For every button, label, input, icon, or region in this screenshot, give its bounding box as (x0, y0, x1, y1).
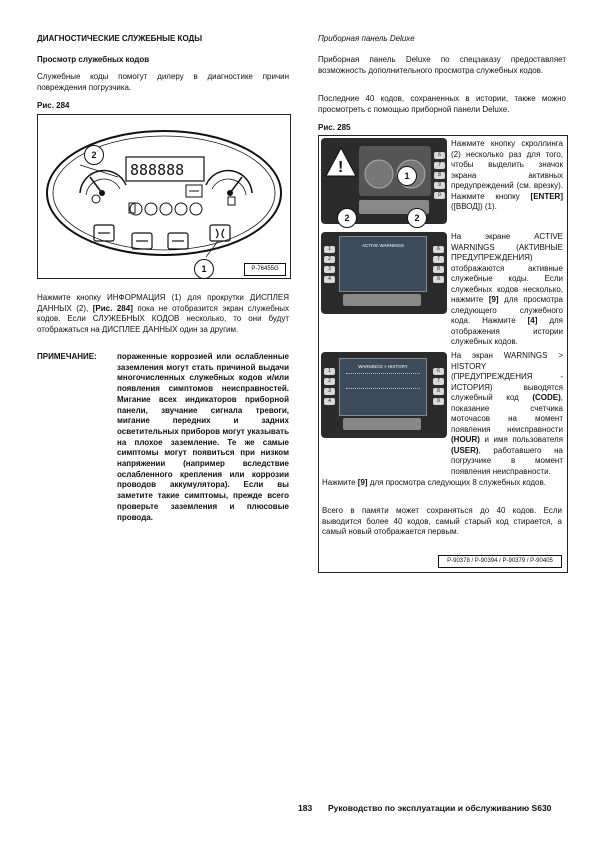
section-title: ДИАГНОСТИЧЕСКИЕ СЛУЖЕБНЫЕ КОДЫ (37, 34, 203, 43)
next-codes-paragraph: Нажмите [9] для просмотра следующих 8 сл… (322, 478, 562, 489)
instrument-panel-drawing: 888888 (46, 130, 282, 258)
step-3-part-e: и имя пользователя (479, 435, 563, 444)
deluxe-paragraph-2: Последние 40 кодов, сохраненных в истори… (318, 94, 566, 114)
step-3-text: На экран WARNINGS > HISTORY (ПРЕДУПРЕЖДЕ… (451, 351, 563, 477)
instruction-text-1: Нажмите кнопку ИНФОРМАЦИЯ (1) для прокру… (37, 293, 289, 313)
next-key-9-ref: [9] (357, 478, 368, 487)
step-2-part-c: для просмотра следующего служебного кода… (451, 295, 564, 325)
next-codes-part-a: Нажмите (322, 478, 358, 487)
figure-285-label: Рис. 285 (318, 123, 351, 132)
data-display-icon: 888888 (125, 156, 205, 198)
manual-title: Руководство по эксплуатации и обслуживан… (328, 803, 552, 813)
step-1-part-a: Нажмите кнопку скроллинга (2) несколько … (451, 139, 563, 201)
step-1-part-c: ([ВВОД]) (1). (451, 202, 497, 211)
enter-key-ref: [ENTER] (530, 191, 563, 201)
hour-ref: (HOUR) (451, 435, 480, 444)
note-label: ПРИМЕЧАНИЕ: (37, 352, 97, 361)
warnings-history-title: WARNINGS > HISTORY (358, 364, 408, 369)
figure-label: Рис. 284 (37, 101, 70, 110)
subsection-title: Просмотр служебных кодов (37, 55, 150, 64)
active-warnings-title: ACTIVE WARNINGS (361, 243, 405, 248)
deluxe-paragraph-1: Приборная панель Deluxe по спецзаказу пр… (318, 55, 566, 75)
key-9-ref: [9] (488, 295, 499, 304)
note-text: пораженные коррозией или ослабленные заз… (117, 352, 289, 522)
key-4-ref: [4] (527, 316, 538, 325)
left-gauge-icon (79, 169, 127, 204)
page-number: 183 (298, 803, 313, 813)
step-2-part-a: На экране ACTIVE WARNINGS (АКТИВНЫЕ ПРЕД… (451, 232, 563, 304)
user-ref: (USER) (451, 445, 479, 455)
step-3-part-c: , показание счетчика моточасов на момент… (451, 393, 563, 434)
panel-buttons (93, 224, 231, 250)
step-3-part-a: На экран WARNINGS > HISTORY (ПРЕДУПРЕЖДЕ… (451, 351, 563, 402)
svg-text:!: ! (338, 159, 343, 176)
memory-paragraph: Всего в памяти может сохраняться до 40 к… (322, 506, 562, 536)
screen-3-nav-bar (343, 418, 421, 430)
figure-285 (318, 135, 568, 573)
callout-1-fig285: 1 (397, 166, 417, 186)
warnings-history-screen: WARNINGS > HISTORY (339, 358, 427, 416)
figure-285-ids: P-90378 / P-90394 / P-90379 / P-90405 (438, 555, 562, 568)
screen-2-nav-bar (343, 294, 421, 306)
svg-text:888888: 888888 (130, 161, 184, 179)
right-gauge-icon (205, 169, 253, 206)
callout-1: 1 (194, 259, 214, 279)
code-ref: (CODE) (532, 393, 561, 402)
right-header: Приборная панель Deluxe (318, 34, 415, 43)
instruction-paragraph: Нажмите кнопку ИНФОРМАЦИЯ (1) для прокру… (37, 293, 289, 335)
figure-id: P-76455G (244, 263, 286, 276)
next-codes-part-c: для просмотра следующих 8 служебных кодо… (367, 478, 546, 487)
instruction-text-2: пока не отобразится экран служебных кодо… (37, 303, 290, 334)
step-2-text: На экране ACTIVE WARNINGS (АКТИВНЫЕ ПРЕД… (451, 232, 563, 348)
figure-reference: [Рис. 284] (92, 303, 133, 313)
intro-paragraph: Служебные коды помогут дилеру в диагност… (37, 72, 289, 92)
deluxe-screen-1: ! 6 7 8 9 0 1 2 2 (321, 138, 447, 228)
warning-lights-row (128, 202, 203, 216)
figure-284: 888888 2 1 P-76455G (37, 114, 291, 279)
step-1-text: Нажмите кнопку скроллинга (2) несколько … (451, 139, 563, 213)
callout-2-fig285-left: 2 (337, 208, 357, 228)
callout-2-fig285-right: 2 (407, 208, 427, 228)
callout-2: 2 (84, 145, 104, 165)
step-3-part-g: , работавшего на погрузчике в момент поя… (451, 445, 563, 476)
step-2-part-e: для отображения истории служебных кодов. (451, 316, 563, 346)
active-warnings-screen: ACTIVE WARNINGS (339, 236, 427, 292)
